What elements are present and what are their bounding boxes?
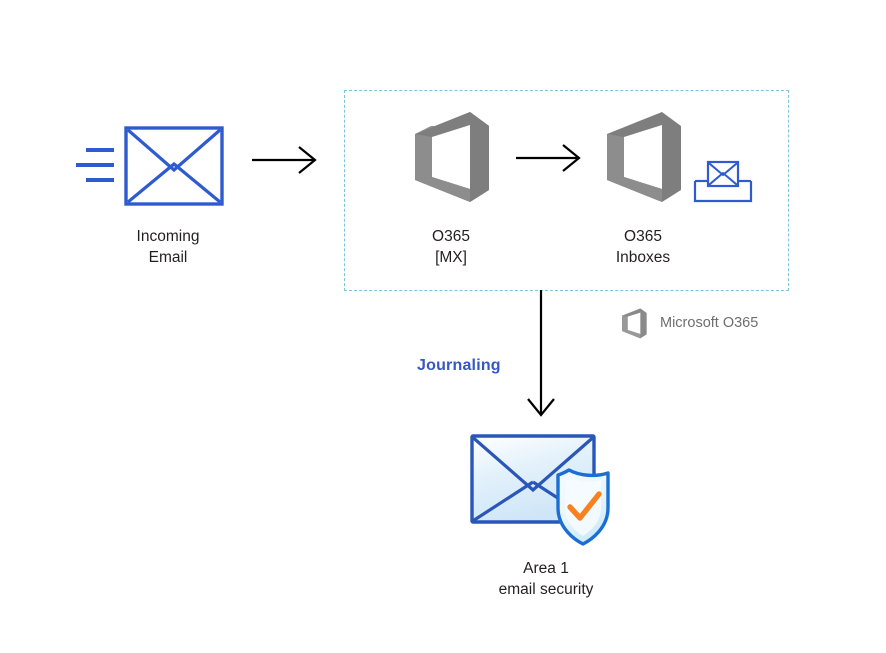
- microsoft-o365-legend-label: Microsoft O365: [660, 315, 759, 331]
- arrow-inboxes-to-area1: [520, 290, 562, 424]
- office-365-logo-icon: [622, 308, 647, 339]
- inbox-tray-node: [692, 157, 754, 205]
- o365-inboxes-node: [595, 106, 691, 206]
- arrow-incoming-to-mx: [252, 142, 332, 178]
- microsoft-o365-boundary: [344, 90, 789, 291]
- area1-email-security-label: Area 1 email security: [498, 560, 594, 598]
- o365-inboxes-label: O365 Inboxes: [615, 228, 671, 266]
- office-365-logo-icon: [607, 112, 681, 202]
- arrow-mx-to-inboxes: [516, 140, 596, 176]
- shielded-envelope-icon: [470, 434, 610, 546]
- area1-email-security-node: [462, 428, 632, 548]
- microsoft-o365-legend: Microsoft O365: [618, 303, 798, 343]
- o365-mx-label: O365 [MX]: [432, 228, 470, 266]
- incoming-email-envelope-icon: [76, 126, 224, 206]
- journaling-label: Journaling: [417, 357, 501, 374]
- incoming-email-node: [70, 112, 260, 212]
- o365-mx-node: [403, 106, 499, 206]
- incoming-email-label: Incoming Email: [136, 228, 200, 266]
- office-365-logo-icon: [415, 112, 489, 202]
- inbox-tray-envelope-icon: [693, 160, 753, 203]
